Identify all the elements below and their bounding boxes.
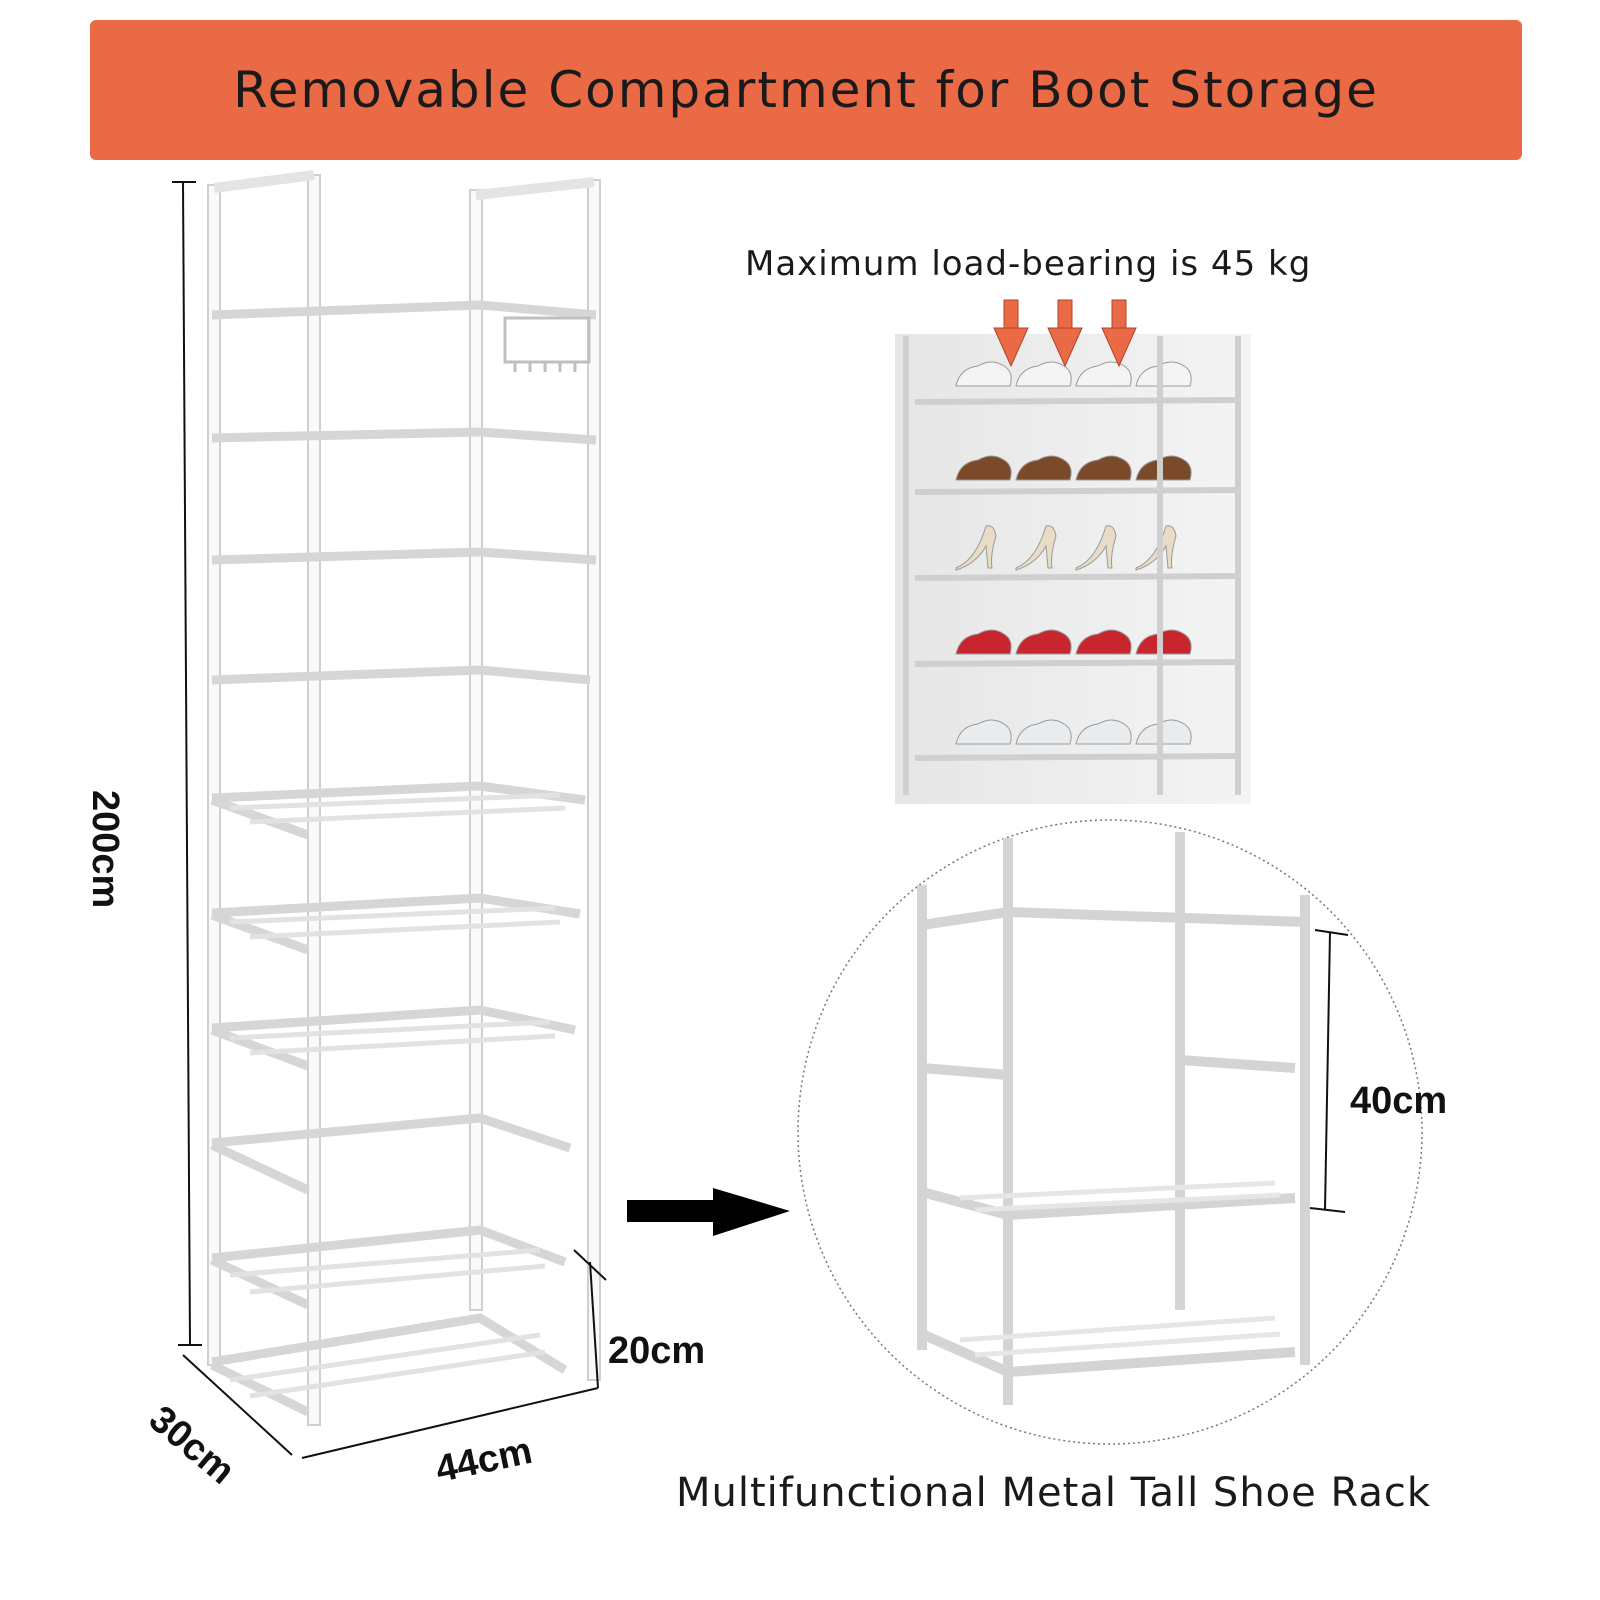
grey-sneakers-icon bbox=[1015, 719, 1072, 745]
white-sneakers-icon bbox=[955, 361, 1012, 387]
shoe-rack-photo bbox=[895, 334, 1251, 804]
banner-title: Removable Compartment for Boot Storage bbox=[233, 61, 1379, 119]
bottom-tier-label: 20cm bbox=[608, 1330, 706, 1372]
red-sneakers-icon bbox=[1075, 629, 1132, 655]
brown-loafers-icon bbox=[1015, 455, 1072, 481]
white-sneakers-icon bbox=[1075, 361, 1132, 387]
beige-heels-icon bbox=[1015, 525, 1057, 571]
brown-loafers-icon bbox=[955, 455, 1012, 481]
dimension-lines bbox=[172, 181, 607, 1459]
beige-heels-icon bbox=[1075, 525, 1117, 571]
compartment-height-label: 40cm bbox=[1350, 1080, 1448, 1122]
grey-sneakers-icon bbox=[1075, 719, 1132, 745]
hook-rack-icon bbox=[503, 316, 591, 372]
beige-heels-icon bbox=[955, 525, 997, 571]
down-arrow-icon bbox=[1101, 299, 1137, 368]
grey-sneakers-icon bbox=[955, 719, 1012, 745]
tall-shoe-rack bbox=[207, 170, 601, 1426]
red-sneakers-icon bbox=[1015, 629, 1072, 655]
white-sneakers-icon bbox=[1135, 361, 1192, 387]
right-arrow-icon bbox=[627, 1188, 790, 1236]
red-sneakers-icon bbox=[1135, 629, 1192, 655]
grey-sneakers-icon bbox=[1135, 719, 1192, 745]
title-banner: Removable Compartment for Boot Storage bbox=[90, 20, 1522, 160]
white-sneakers-icon bbox=[1015, 361, 1072, 387]
height-label: 200cm bbox=[84, 790, 126, 909]
down-arrow-icon bbox=[993, 299, 1029, 368]
brown-loafers-icon bbox=[1135, 455, 1192, 481]
load-arrows bbox=[993, 299, 1137, 368]
load-bearing-text: Maximum load-bearing is 45 kg bbox=[745, 244, 1312, 284]
down-arrow-icon bbox=[1047, 299, 1083, 368]
product-caption: Multifunctional Metal Tall Shoe Rack bbox=[676, 1470, 1432, 1516]
removable-compartment-detail bbox=[797, 819, 1423, 1445]
red-sneakers-icon bbox=[955, 629, 1012, 655]
brown-loafers-icon bbox=[1075, 455, 1132, 481]
